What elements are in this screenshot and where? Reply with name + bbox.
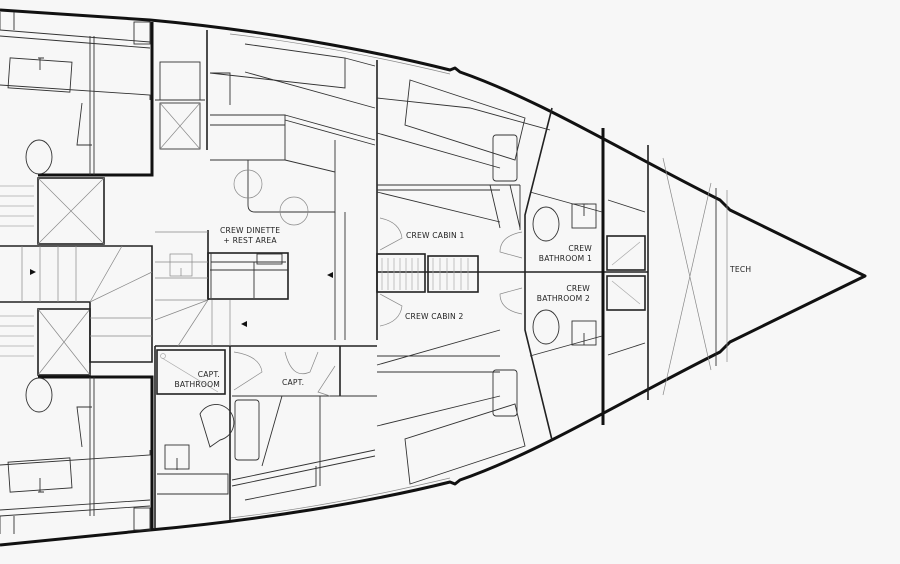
aft-guest-area <box>0 12 154 534</box>
room-label-capt-bathroom: CAPT. BATHROOM <box>174 370 220 389</box>
central-stair <box>0 177 153 376</box>
hull-outline <box>0 8 867 547</box>
room-label-crew-cabin-1: CREW CABIN 1 <box>406 231 465 240</box>
room-label-capt: CAPT. <box>282 378 305 387</box>
room-label-crew-bathroom-2: CREW BATHROOM 2 <box>536 284 590 303</box>
room-label-crew-bathroom-1: CREW BATHROOM 1 <box>538 244 592 263</box>
service-column <box>155 30 208 150</box>
crew-dinette-area <box>154 43 378 347</box>
room-label-tech: TECH <box>730 265 752 274</box>
room-label-crew-cabin-2: CREW CABIN 2 <box>405 312 464 321</box>
crew-cabins <box>376 79 553 485</box>
captain-area <box>154 346 377 528</box>
room-label-crew-dinette: CREW DINETTE + REST AREA <box>220 226 281 245</box>
crew-bathrooms <box>525 128 649 425</box>
tech-area <box>662 157 728 396</box>
